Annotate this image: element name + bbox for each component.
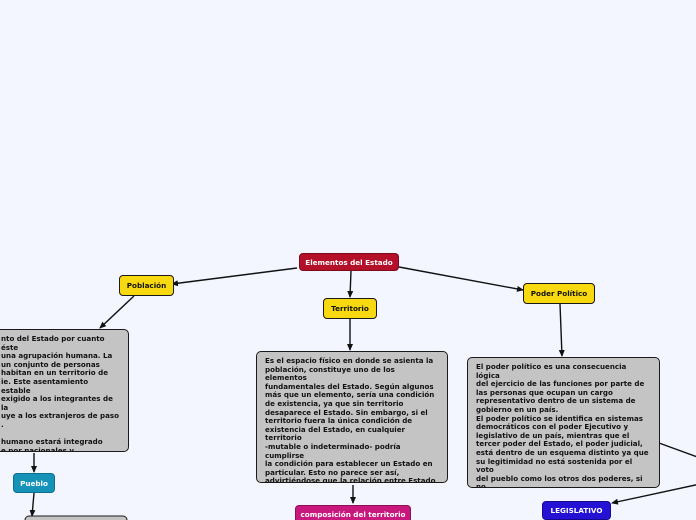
link-pueblo-child [29, 492, 36, 517]
territorio-description: Es el espacio físico en donde se asienta… [256, 351, 448, 483]
link-poder-offscreen [658, 442, 696, 458]
composicion-territorio-node[interactable]: composición del territorio [295, 505, 411, 520]
offscreen-child-box [24, 515, 128, 520]
poder-politico-description: El poder político es una consecuencia ló… [467, 357, 660, 488]
poder-politico-description-text: El poder político es una consecuencia ló… [476, 362, 649, 488]
territorio-node[interactable]: Territorio [323, 298, 377, 319]
link-root-territorio [347, 270, 354, 298]
poblacion-node[interactable]: Población [119, 275, 174, 296]
root-node[interactable]: Elementos del Estado [299, 253, 399, 271]
poder-politico-node[interactable]: Poder Político [523, 283, 595, 304]
link-poder-text [558, 303, 565, 357]
link-root-poblacion [171, 267, 298, 287]
poblacion-description-text: nto del Estado por cuanto éste una agrup… [1, 334, 119, 452]
link-root-poder [398, 266, 524, 292]
link-legislativo [611, 484, 696, 505]
territorio-description-text: Es el espacio físico en donde se asienta… [265, 356, 436, 483]
legislativo-node[interactable]: LEGISLATIVO [542, 501, 611, 520]
poblacion-description: nto del Estado por cuanto éste una agrup… [0, 329, 129, 452]
link-poblacion-text [99, 295, 135, 329]
pueblo-node[interactable]: Pueblo [13, 473, 55, 493]
